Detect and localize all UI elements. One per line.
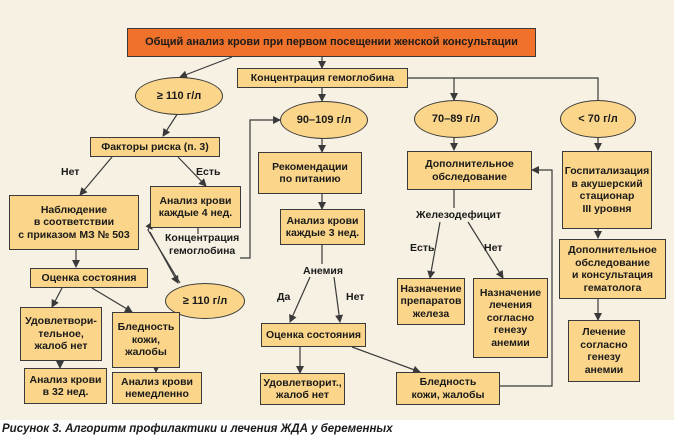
edge-irondef-no xyxy=(467,221,504,279)
satisfactory-left-node: Удовлетвори- тельное, жалоб нет xyxy=(20,307,102,361)
edge-anemia-to-assess xyxy=(289,276,311,323)
edge-irondef-yes xyxy=(427,221,441,279)
edge-ge110-to-risk xyxy=(162,112,179,137)
diagram-canvas: Общий анализ крови при первом посещении … xyxy=(0,0,674,420)
hb-90-109-node: 90–109 г/л xyxy=(280,101,368,139)
label-no-left: Нет xyxy=(61,166,80,178)
edge-concentration-loop xyxy=(240,116,281,259)
edge-pallor-to-extra xyxy=(500,166,553,387)
nutrition-node: Рекомендации по питанию xyxy=(258,152,362,194)
extra-consult-node: Дополнительное обследование и консультац… xyxy=(559,239,666,299)
risk-factors-node: Факторы риска (п. 3) xyxy=(90,137,220,157)
satisfactory-mid-node: Удовлетворит., жалоб нет xyxy=(260,373,345,405)
blood-test-4w-node: Анализ крови каждые 4 нед. xyxy=(150,186,241,228)
diagram-edges xyxy=(51,56,602,387)
hb-ge110-node: ≥ 110 г/л xyxy=(135,77,223,115)
label-no-right: Нет xyxy=(484,242,503,254)
edge-conc-to-70-89 xyxy=(408,77,458,101)
edge-assessmid-to-pallor xyxy=(351,346,421,374)
blood-test-32w-node: Анализ крови в 32 нед. xyxy=(24,368,107,404)
hb-lt70-node: < 70 г/л xyxy=(560,100,636,138)
label-yes-right: Есть xyxy=(410,242,435,254)
hb-70-89-node: 70–89 г/л xyxy=(414,100,498,138)
iron-prep-node: Назначение препаратов железа xyxy=(397,278,465,325)
hospitalization-node: Госпитализация в акушерский стационар II… xyxy=(562,151,652,229)
label-yes-mid: Да xyxy=(277,291,291,303)
edge-risk-to-observation xyxy=(79,156,113,196)
edge-header-to-ge110 xyxy=(179,56,233,79)
label-hb-concentration: Концентрация гемоглобина xyxy=(165,232,240,257)
assess-left-node: Оценка состояния xyxy=(30,268,148,288)
edge-70-89-to-lt70 xyxy=(490,77,599,100)
edge-risk-to-analysis-4w xyxy=(177,156,207,187)
figure-caption: Рисунок 3. Алгоритм профилактики и лечен… xyxy=(2,423,393,435)
assess-mid-node: Оценка состояния xyxy=(261,323,366,347)
pallor-mid-node: Бледность кожи, жалобы xyxy=(396,372,500,405)
blood-test-now-node: Анализ крови немедленно xyxy=(112,372,202,404)
header-node: Общий анализ крови при первом посещении … xyxy=(127,28,536,57)
treatment-right-node: Лечение согласно генезу анемии xyxy=(568,320,640,382)
extra-exam-node: Дополнительное обследование xyxy=(407,151,532,190)
label-anemia: Анемия xyxy=(303,265,343,277)
edge-assess-to-satisf xyxy=(51,287,63,308)
pallor-left-node: Бледность кожи, жалобы xyxy=(112,312,180,368)
hb-concentration-node: Концентрация гемоглобина xyxy=(237,68,408,88)
label-iron-deficiency: Железодефицит xyxy=(416,209,502,221)
observation-node: Наблюдение в соответствии с приказом МЗ … xyxy=(9,195,139,250)
edge-assess-to-pallor xyxy=(91,287,133,313)
blood-test-3w-node: Анализ крови каждые 3 нед. xyxy=(280,209,365,245)
treatment-genesis-node: Назначение лечения согласно генезу анеми… xyxy=(473,278,548,358)
edge-anemia-no xyxy=(333,276,344,323)
label-yes-left: Есть xyxy=(196,166,221,178)
label-no-mid: Нет xyxy=(346,291,365,303)
